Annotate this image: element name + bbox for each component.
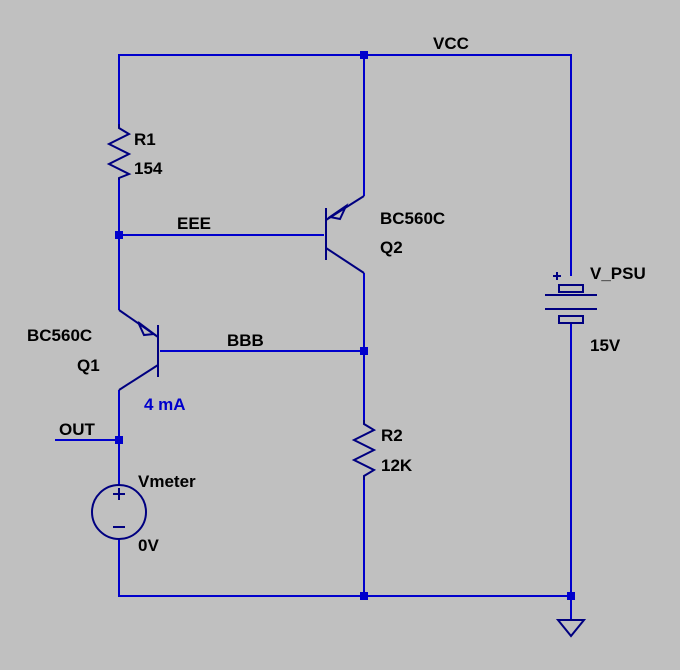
current-annotation: 4 mA [144,395,186,414]
junction-bbb [360,347,368,355]
resistor-icon [351,420,377,480]
resistor-icon [106,124,132,180]
r2-name: R2 [381,426,403,445]
pnp-transistor-icon [118,309,159,391]
r1-value: 154 [134,159,163,178]
wire-ground-rail [118,539,571,597]
ground-icon [555,619,587,638]
vmeter-name: Vmeter [138,472,196,491]
q1-model: BC560C [27,326,92,345]
r1-name: R1 [134,130,156,149]
junction-vcc [360,51,368,59]
net-label-bbb: BBB [227,331,264,350]
junction-eee [115,231,123,239]
net-label-vcc: VCC [433,34,469,53]
vmeter-value: 0V [138,536,159,555]
q2-name: Q2 [380,238,403,257]
wire-vcc-rail [118,54,572,276]
voltage-source-icon [91,484,147,540]
vpsu-value: 15V [590,336,621,355]
junctions [115,51,575,600]
junction-ground-psu [567,592,575,600]
net-label-eee: EEE [177,214,211,233]
junction-out [115,436,123,444]
net-label-out: OUT [59,420,96,439]
battery-icon [545,272,597,324]
pnp-transistor-icon [325,195,365,274]
q1-name: Q1 [77,356,100,375]
junction-ground-r2 [360,592,368,600]
r2-value: 12K [381,456,413,475]
q2-model: BC560C [380,209,445,228]
vpsu-name: V_PSU [590,264,646,283]
